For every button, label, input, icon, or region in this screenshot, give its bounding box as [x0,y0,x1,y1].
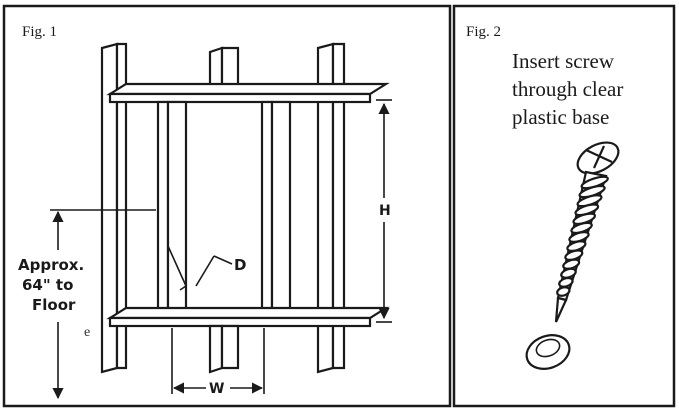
edge-fragment: e [84,325,90,340]
lower-plate-top [106,306,390,320]
screw-slot-b [592,145,606,169]
fig2-border [452,4,676,408]
lower-plate-front [108,316,372,328]
floor-height-line3: Floor [32,296,76,314]
fig2-caption-line3: plastic base [512,105,609,129]
fig1-panel: Fig. 1 [2,4,452,408]
width-dimension: W [171,328,265,397]
screw-thread [556,286,571,297]
screw-thread [558,276,574,288]
depth-label: D [234,256,246,274]
fig2-caption-line1: Insert screw [512,49,615,73]
left-stud-front [115,42,128,370]
inner-stud-left-a [156,100,170,318]
bottom-stub-side [208,324,224,374]
screw-tip [554,296,568,323]
right-stud-front [331,42,346,370]
fig2-label: Fig. 2 [466,24,501,40]
fig1-border [2,4,452,408]
depth-leader-tick [179,285,187,291]
fig2-caption-line2: through clear [512,77,623,101]
depth-leader-right [195,255,215,287]
upper-header-front [108,92,372,104]
screw-drawing [554,141,620,323]
depth-callout: D [167,245,246,291]
screw-threads [556,175,609,297]
upper-header-top [106,82,390,96]
inner-stud-right-b [270,100,292,318]
fig2-panel: Fig. 2 Insert screw through clear plasti… [452,4,676,408]
floor-height-line1: Approx. [18,256,84,274]
height-dimension: H [376,99,392,323]
floor-height-line2: 64" to [22,276,73,294]
fig1-label: Fig. 1 [22,24,57,40]
width-label: W [209,381,224,397]
inner-stud-right-a [260,100,274,318]
plastic-base-drawing [525,334,571,370]
wall-frame-drawing [100,42,390,374]
depth-leader-left [167,245,187,287]
bottom-stub-front [220,324,240,370]
height-label: H [379,203,391,219]
plastic-base-inner [535,338,561,358]
plastic-base-outer [525,334,571,370]
inner-stud-left-b [166,100,188,318]
depth-leader-tail [213,255,233,265]
floor-height-callout: Approx. 64" to Floor [18,209,156,400]
